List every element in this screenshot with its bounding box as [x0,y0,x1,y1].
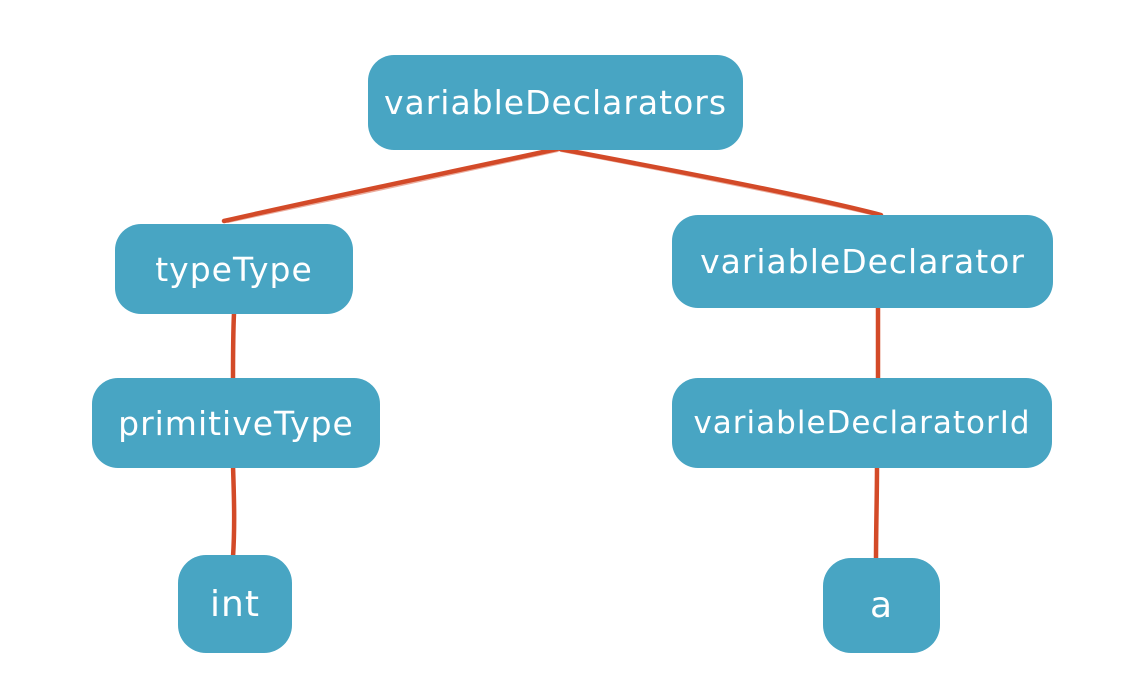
edge-variabledeclarators-variabledeclarator-texture [560,150,880,217]
tree-node-a: a [823,558,940,653]
tree-node-primitivetype: primitiveType [92,378,380,468]
node-label: int [210,583,260,625]
node-label: typeType [155,249,313,289]
node-label: variableDeclarator [700,242,1025,281]
edge-variabledeclarators-variabledeclarator [557,146,884,218]
node-label: primitiveType [118,403,354,443]
tree-node-variabledeclarator: variableDeclarator [672,215,1053,308]
node-label: a [869,585,894,626]
edge-typetype-primitivetype [230,310,237,382]
tree-node-int: int [178,555,292,653]
node-label: variableDeclarators [383,83,728,122]
tree-node-variabledeclaratorid: variableDeclaratorId [672,378,1052,468]
tree-node-variabledeclarators: variableDeclarators [368,55,743,150]
node-label: variableDeclaratorId [693,405,1031,441]
edge-variabledeclaratorid-a [873,463,880,563]
edge-variabledeclarators-typetype-texture [227,150,559,223]
edge-primitivetype-int [230,463,237,560]
tree-node-typetype: typeType [115,224,353,314]
edge-variabledeclarators-typetype [221,146,560,224]
